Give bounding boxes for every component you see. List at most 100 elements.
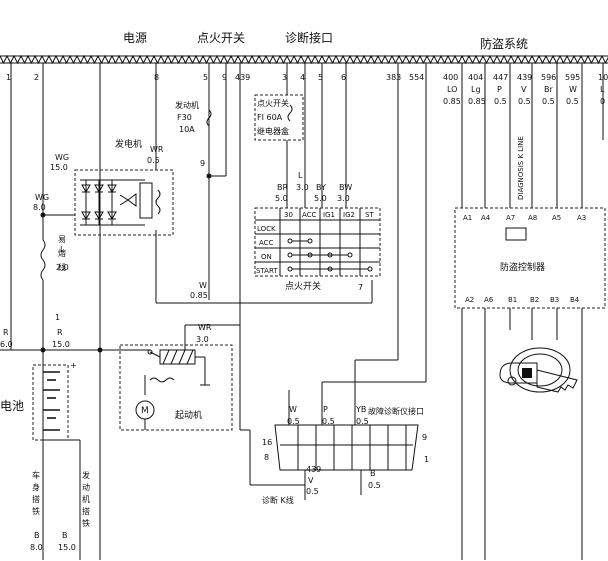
at-color-1: Lg <box>471 85 481 94</box>
engine-ground-2: 动 <box>82 482 90 492</box>
engine-ground-3: 机 <box>82 494 90 504</box>
label-v439-color: V <box>308 476 314 485</box>
fuse-label-2: F30 <box>177 113 192 122</box>
ign-row-start: START <box>256 267 278 275</box>
generator <box>74 169 174 236</box>
wire-num-5b: 5 <box>318 73 323 82</box>
at-size-1: 0.85 <box>468 97 486 106</box>
section-antitheft: 防盗系统 <box>480 36 528 51</box>
at-num-6: 10 <box>598 73 608 82</box>
label-yb05: YB <box>355 405 366 414</box>
at-size-6: 0 <box>600 97 605 106</box>
k-line-vertical: DIAGNOSIS K LINE <box>517 136 525 200</box>
label-p05: P <box>323 405 328 414</box>
label-wr-gen: WR <box>150 145 164 154</box>
at-size-3: 0.5 <box>518 97 531 106</box>
ign-col-ig2: IG2 <box>343 211 355 219</box>
label-l3-size: 3.0 <box>296 183 309 192</box>
label-r-mid-size: 15.0 <box>52 340 70 349</box>
label-p05-size: 0.5 <box>322 417 335 426</box>
at-num-4: 596 <box>541 73 556 82</box>
at-color-5: W <box>569 85 577 94</box>
fusible-1: 易 <box>58 235 66 244</box>
label-by-size: 5.0 <box>314 194 327 203</box>
ign-row-on: ON <box>261 253 272 261</box>
label-w05-size: 0.5 <box>287 417 300 426</box>
at-pin-a3: A3 <box>577 214 586 222</box>
at-pin-a8: A8 <box>528 214 537 222</box>
label-l-fuse-size: 2.0 <box>56 263 69 272</box>
label-w085-size: 0.85 <box>190 291 208 300</box>
label-wg2-color: WG <box>35 193 49 202</box>
wire-num-554: 554 <box>409 73 424 82</box>
at-color-4: Br <box>544 85 553 94</box>
label-b05: B <box>370 469 376 478</box>
label-wg1-size: 15.0 <box>50 163 68 172</box>
label-bw: BW <box>339 183 352 192</box>
relay-label-1: 点火开关 <box>257 98 289 108</box>
at-size-4: 0.5 <box>542 97 555 106</box>
engine-ground-1: 发 <box>82 470 90 480</box>
fusible-2: 熔 <box>58 248 66 258</box>
label-v439-size: 0.5 <box>306 487 319 496</box>
label-yb05-size: 0.5 <box>356 417 369 426</box>
key-icon <box>499 347 578 393</box>
at-pin-a2: A2 <box>465 296 474 304</box>
ign-col-acc: ACC <box>302 211 317 219</box>
ign-col-30: 30 <box>284 211 293 219</box>
wire-num-6: 6 <box>341 73 346 82</box>
diag-pin-16: 16 <box>262 438 272 447</box>
wire-num-439a: 439 <box>235 73 250 82</box>
label-w085: W <box>199 281 207 290</box>
fuse-f30 <box>206 109 212 127</box>
label-b15: B <box>62 531 68 540</box>
wire-num-2: 2 <box>34 73 39 82</box>
wire-num-8: 8 <box>154 73 159 82</box>
label-9: 9 <box>200 159 205 168</box>
label-wr-gen-size: 0.5 <box>147 156 160 165</box>
at-num-3: 439 <box>517 73 532 82</box>
svg-text:M: M <box>141 406 149 416</box>
label-wg1-color: WG <box>55 153 69 162</box>
at-pin-b4: B4 <box>570 296 580 304</box>
at-color-3: V <box>521 85 527 94</box>
label-r-mid: R <box>57 328 63 337</box>
top-bus <box>0 54 608 65</box>
diag-pin-1: 1 <box>424 455 429 464</box>
label-l3: L <box>298 171 303 180</box>
at-num-2: 447 <box>493 73 508 82</box>
engine-ground-4: 搭 <box>82 506 90 516</box>
label-l-fuse: L <box>60 245 65 254</box>
at-size-0: 0.85 <box>443 97 461 106</box>
engine-ground-5: 铁 <box>82 518 90 528</box>
label-br-size: 5.0 <box>275 194 288 203</box>
wire-num-3: 3 <box>282 73 287 82</box>
battery: + <box>32 361 81 560</box>
ignition-pin-7: 7 <box>358 283 363 292</box>
body-ground-1: 车 <box>32 470 40 480</box>
antitheft-controller <box>454 207 606 309</box>
at-num-0: 400 <box>443 73 458 82</box>
at-pin-b1: B1 <box>508 296 517 304</box>
starter-label: 起动机 <box>175 409 202 421</box>
label-bw-size: 3.0 <box>337 194 350 203</box>
k-line-label: 诊断 K线 <box>262 495 294 505</box>
at-pin-a6: A6 <box>484 296 494 304</box>
label-wr-starter: WR <box>198 323 212 332</box>
label-by: BY <box>316 183 326 192</box>
label-w05: W <box>289 405 297 414</box>
at-size-2: 0.5 <box>494 97 507 106</box>
fuse-label-3: 10A <box>179 125 195 134</box>
label-r-left-size: 6.0 <box>0 340 13 349</box>
antitheft-label: 防盗控制器 <box>500 261 545 273</box>
generator-label: 发电机 <box>115 138 142 150</box>
at-color-2: P <box>497 85 502 94</box>
label-wg2-size: 8.0 <box>33 203 46 212</box>
section-ignition: 点火开关 <box>197 31 245 45</box>
diag-pin-9: 9 <box>422 433 427 442</box>
left-wires <box>0 63 157 560</box>
wire-num-5a: 5 <box>203 73 208 82</box>
wire-num-383: 383 <box>386 73 401 82</box>
at-pin-a7: A7 <box>506 214 515 222</box>
